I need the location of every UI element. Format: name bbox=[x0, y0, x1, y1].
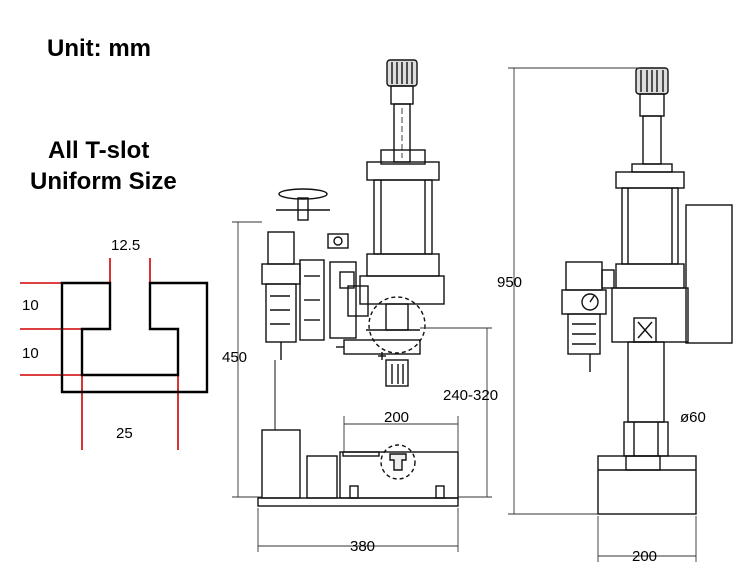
front-height-label: 450 bbox=[222, 349, 248, 366]
press-base bbox=[257, 429, 459, 507]
tslot-detail bbox=[20, 258, 209, 450]
tslot-outline bbox=[60, 281, 209, 394]
side-base-width-label: 200 bbox=[632, 548, 658, 565]
tslot-note-line1: All T-slot bbox=[48, 137, 150, 164]
top-knob bbox=[386, 59, 418, 163]
side-base bbox=[597, 455, 697, 515]
side-dimension-lines bbox=[508, 67, 697, 562]
front-dimension-lines bbox=[232, 221, 492, 552]
tslot-guide-lines bbox=[20, 258, 179, 450]
filter-regulator bbox=[261, 188, 357, 360]
tslot-note-line2: Uniform Size bbox=[30, 168, 177, 195]
tslot-upper-height: 10 bbox=[22, 297, 39, 314]
side-view bbox=[561, 67, 733, 515]
total-height-label: 950 bbox=[497, 274, 523, 291]
front-view bbox=[257, 59, 459, 507]
tslot-bottom-width: 25 bbox=[116, 425, 133, 442]
side-cylinder bbox=[615, 163, 733, 344]
table-width-label: 200 bbox=[384, 409, 410, 426]
tslot-lower-height: 10 bbox=[22, 345, 39, 362]
unit-label: Unit: mm bbox=[47, 35, 151, 62]
stroke-range-label: 240-320 bbox=[443, 387, 499, 404]
base-width-label: 380 bbox=[350, 538, 376, 555]
tslot-top-width: 12.5 bbox=[111, 237, 141, 254]
side-top-knob bbox=[635, 67, 669, 165]
column-diameter-label: ø60 bbox=[680, 409, 706, 426]
side-body bbox=[611, 287, 689, 457]
press-head bbox=[336, 275, 445, 387]
side-regulator bbox=[561, 261, 615, 372]
air-cylinder bbox=[366, 149, 440, 277]
